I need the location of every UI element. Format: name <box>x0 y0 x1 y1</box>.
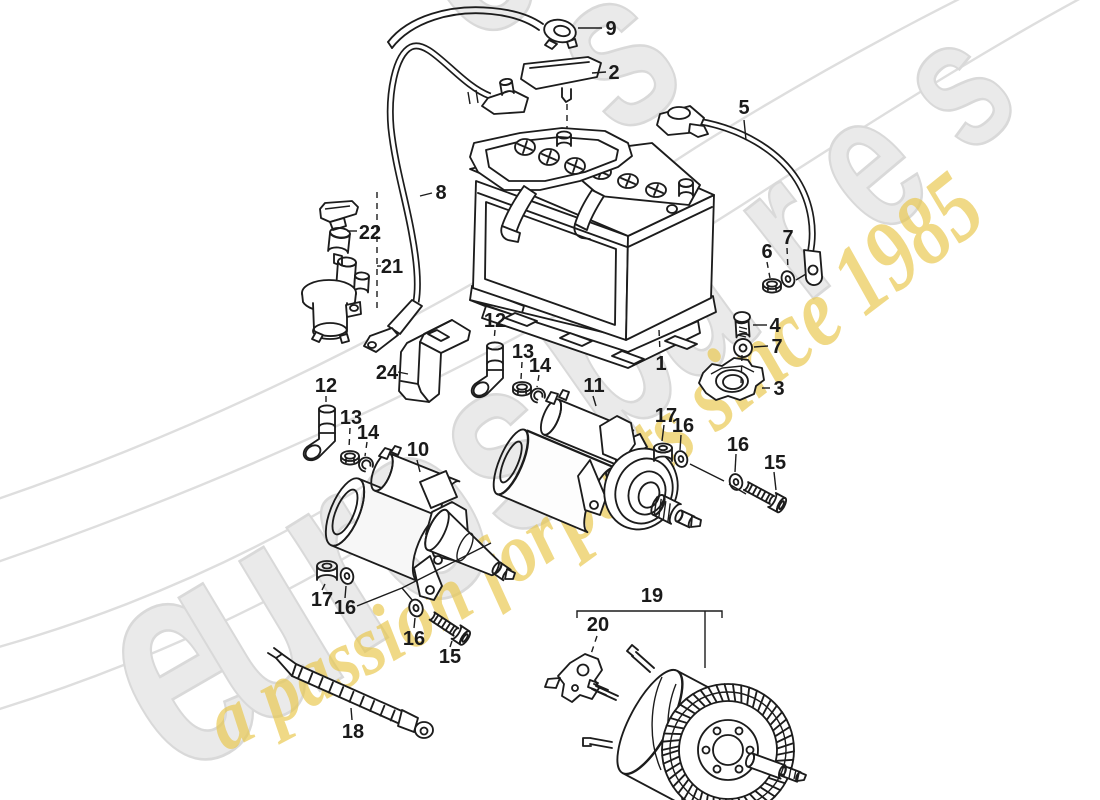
svg-text:9: 9 <box>605 18 616 40</box>
svg-text:1: 1 <box>655 353 666 375</box>
svg-text:7: 7 <box>771 336 782 358</box>
svg-text:6: 6 <box>761 241 772 263</box>
svg-text:13: 13 <box>340 407 362 429</box>
svg-text:16: 16 <box>727 434 749 456</box>
svg-text:12: 12 <box>315 375 337 397</box>
svg-text:16: 16 <box>334 597 356 619</box>
svg-text:14: 14 <box>357 422 380 444</box>
svg-text:18: 18 <box>342 721 364 743</box>
svg-text:16: 16 <box>672 415 694 437</box>
svg-text:11: 11 <box>583 375 604 397</box>
svg-text:17: 17 <box>655 405 677 427</box>
svg-text:13: 13 <box>512 341 534 363</box>
svg-text:8: 8 <box>435 182 446 204</box>
svg-text:3: 3 <box>773 378 784 400</box>
svg-text:22: 22 <box>359 222 381 244</box>
svg-text:15: 15 <box>439 646 461 668</box>
svg-text:16: 16 <box>403 628 425 650</box>
svg-text:4: 4 <box>769 315 781 337</box>
svg-text:12: 12 <box>484 310 506 332</box>
svg-text:19: 19 <box>641 585 663 607</box>
svg-text:14: 14 <box>529 355 552 377</box>
svg-text:24: 24 <box>376 362 399 384</box>
svg-text:20: 20 <box>587 614 609 636</box>
svg-text:7: 7 <box>782 227 793 249</box>
svg-text:17: 17 <box>311 589 333 611</box>
svg-text:10: 10 <box>407 439 429 461</box>
svg-text:5: 5 <box>738 97 749 119</box>
svg-text:2: 2 <box>608 62 619 84</box>
svg-text:21: 21 <box>381 256 403 278</box>
svg-text:15: 15 <box>764 452 786 474</box>
